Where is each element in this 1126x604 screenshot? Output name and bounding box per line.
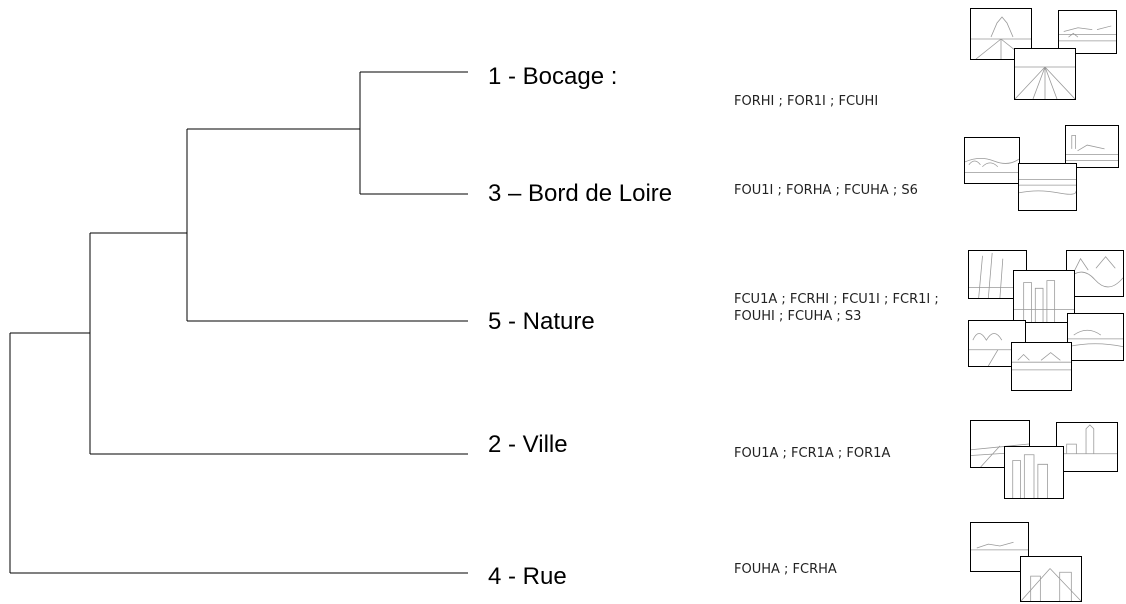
landscape-sketch-icon: [1066, 250, 1124, 297]
photo-group-bocage: [970, 8, 1120, 100]
landscape-sketch-icon: [1011, 342, 1072, 391]
landscape-sketch-icon: [1020, 556, 1082, 602]
landscape-sketch-icon: [1056, 422, 1118, 472]
landscape-sketch-icon: [970, 522, 1029, 572]
cluster-codes-ville: FOU1A ; FCR1A ; FOR1A: [734, 446, 891, 461]
landscape-sketch-icon: [1018, 163, 1077, 211]
photo-group-rue: [970, 522, 1090, 604]
cluster-label-rue: 4 - Rue: [488, 563, 567, 590]
landscape-sketch-icon: [1004, 446, 1064, 499]
cluster-label-bord-de-loire: 3 – Bord de Loire: [488, 180, 673, 207]
landscape-sketch-icon: [1013, 270, 1075, 323]
landscape-sketch-icon: [1014, 48, 1076, 100]
cluster-codes-bocage: FORHI ; FOR1I ; FCUHI: [734, 94, 879, 109]
cluster-codes-nature: FCU1A ; FCRHI ; FCU1I ; FCR1I ; FOUHI ; …: [734, 292, 939, 324]
landscape-sketch-icon: [1065, 125, 1119, 168]
photo-group-bord-de-loire: [964, 125, 1120, 213]
photo-group-nature: [968, 250, 1126, 394]
photo-group-ville: [970, 420, 1120, 500]
cluster-label-ville: 2 - Ville: [488, 431, 568, 458]
landscape-sketch-icon: [964, 137, 1020, 184]
cluster-codes-rue: FOUHA ; FCRHA: [734, 562, 837, 577]
landscape-sketch-icon: [1058, 10, 1117, 54]
cluster-codes-bord-de-loire: FOU1I ; FORHA ; FCUHA ; S6: [734, 183, 918, 198]
cluster-label-bocage: 1 - Bocage :: [488, 63, 618, 90]
cluster-label-nature: 5 - Nature: [488, 308, 595, 335]
landscape-sketch-icon: [1067, 313, 1124, 361]
